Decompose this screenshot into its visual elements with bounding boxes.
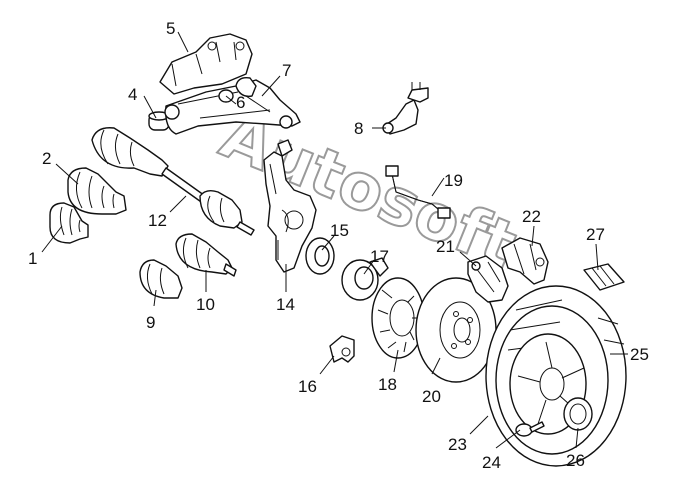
callout-labels: 1 2 4 5 6 7 8 9 10 12 14 15 16 17 18 19 … [28,19,649,472]
part-17-hub [341,257,389,301]
label-16: 16 [298,377,317,396]
label-21: 21 [436,237,455,256]
leader-27 [595,243,599,271]
leader-21 [459,251,477,267]
leader-5 [177,31,189,53]
leader-24 [495,429,521,449]
part-18-dust-shield [371,277,425,359]
part-20-brake-disc [415,277,497,383]
label-6: 6 [236,93,245,112]
part-26-center-cap [563,397,593,431]
leader-23 [469,415,489,435]
part-2-boot [67,167,127,215]
part-9-boot [139,259,183,299]
part-12-drive-shaft [91,127,255,236]
watermark: Autosoft [210,98,527,285]
leader-26 [575,427,579,449]
label-7: 7 [282,61,291,80]
part-24-wheel-bolt [515,421,545,437]
label-27: 27 [586,225,605,244]
leader-lines [41,31,628,449]
label-23: 23 [448,435,467,454]
part-5-bracket [159,33,253,95]
part-8-sensor [382,82,429,135]
label-12: 12 [148,211,167,230]
label-8: 8 [354,119,363,138]
label-9: 9 [146,313,155,332]
label-20: 20 [422,387,441,406]
label-1: 1 [28,249,37,268]
part-19-brake-line [385,165,451,219]
label-25: 25 [630,345,649,364]
label-17: 17 [370,247,389,266]
label-15: 15 [330,221,349,240]
part-10-boot [175,233,237,277]
leader-12 [169,195,187,213]
label-19: 19 [444,171,463,190]
leader-6 [225,95,237,105]
part-21-caliper [467,255,509,303]
label-26: 26 [566,451,585,470]
leader-18 [393,349,399,373]
part-7-control-arm [164,76,301,135]
label-18: 18 [378,375,397,394]
part-15-bearing [305,237,335,275]
leader-17 [363,259,375,275]
label-14: 14 [276,295,295,314]
leader-16 [319,355,335,375]
label-24: 24 [482,453,501,472]
leader-19 [431,177,445,197]
label-5: 5 [166,19,175,38]
part-22-bracket [501,237,549,285]
part-27-brake-pads [583,263,625,291]
leader-20 [431,357,441,375]
label-2: 2 [42,149,51,168]
leader-22 [531,225,535,247]
part-1-small-boot [49,202,89,244]
leader-15 [321,235,335,251]
leader-9 [153,289,157,307]
leader-7 [261,75,281,97]
leader-1 [41,225,63,253]
leader-2 [55,163,79,185]
part-16-clip [329,335,355,363]
label-22: 22 [522,207,541,226]
label-4: 4 [128,85,137,104]
leader-4 [143,95,157,119]
label-10: 10 [196,295,215,314]
part-14-knuckle [263,139,317,273]
watermark-text: Autosoft [211,99,526,284]
